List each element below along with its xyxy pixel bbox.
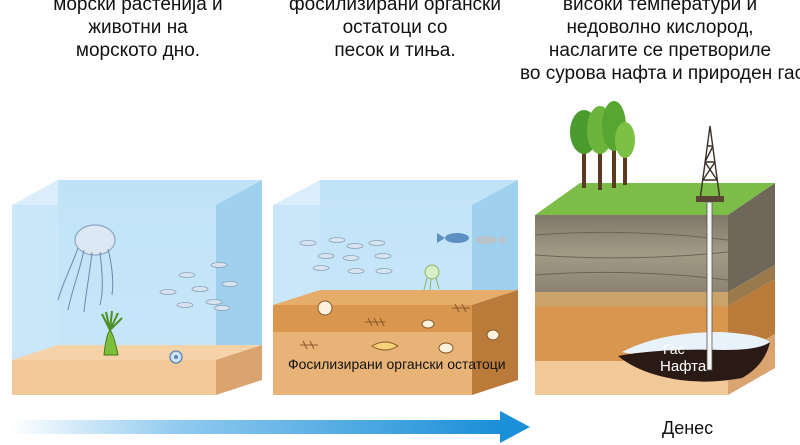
- grass-top: [535, 183, 775, 215]
- stage1-caption: морски растенија и животни на морското д…: [18, 0, 258, 62]
- water-front: [273, 205, 472, 305]
- fish-school-icon: [299, 237, 393, 274]
- sandstone-side: [728, 265, 775, 306]
- fish-school-icon: [159, 262, 239, 311]
- seabed-side: [216, 345, 262, 395]
- stage1-line-2: животни на: [88, 17, 188, 38]
- stage3-line-2: недоволно кислород,: [566, 17, 754, 38]
- stage2-caption: фосилизирани органски остатоци со песок …: [270, 0, 520, 62]
- fish-icon: [437, 233, 505, 245]
- fossil-icons: [300, 300, 500, 354]
- oil-gas-block: [534, 101, 775, 395]
- sediment-side: [472, 290, 518, 395]
- jellyfish-icon: [57, 224, 116, 313]
- fossil-layer-label: Фосилизирани органски остатоци: [288, 356, 506, 372]
- fossil-block: [273, 180, 518, 395]
- sandstone-band: [535, 292, 728, 306]
- stage1-line-1: морски растенија и: [53, 0, 223, 15]
- rock-front: [535, 215, 728, 292]
- rock-side: [728, 183, 775, 292]
- well-pipe: [706, 201, 713, 371]
- water-side: [216, 180, 262, 360]
- stage3-line-4: во сурова нафта и природен гас.: [520, 63, 800, 84]
- ocean-block: [12, 180, 262, 395]
- seabed-front: [12, 360, 216, 395]
- stage1-line-3: морското дно.: [75, 40, 201, 61]
- sediment-band-light: [273, 332, 472, 395]
- stage3-caption: високи температури и недоволно кислород,…: [520, 0, 800, 85]
- stage2-line-3: песок и тиња.: [334, 40, 456, 61]
- sea-shell-icon: [169, 350, 183, 364]
- trees-icon: [570, 101, 635, 190]
- today-label: Денес: [662, 418, 714, 438]
- oil-derrick-icon: [696, 125, 724, 202]
- small-jellyfish-icon: [423, 264, 440, 292]
- gas-label: Гас: [663, 341, 685, 357]
- water-side: [472, 180, 518, 305]
- sea-anemone-icon: [101, 310, 123, 356]
- timeline-arrow: [10, 411, 530, 443]
- stage3-line-3: наслагите се претвориле: [548, 40, 772, 61]
- sediment-top: [273, 290, 518, 305]
- stage3-line-1: високи температури и: [562, 0, 758, 15]
- stage2-line-1: фосилизирани органски: [289, 0, 501, 15]
- oil-label: Нафта: [660, 358, 707, 375]
- seabed-top: [12, 345, 262, 360]
- oil-pocket: [618, 342, 770, 382]
- stage2-line-2: остатоци со: [342, 17, 448, 38]
- water-front: [12, 205, 216, 360]
